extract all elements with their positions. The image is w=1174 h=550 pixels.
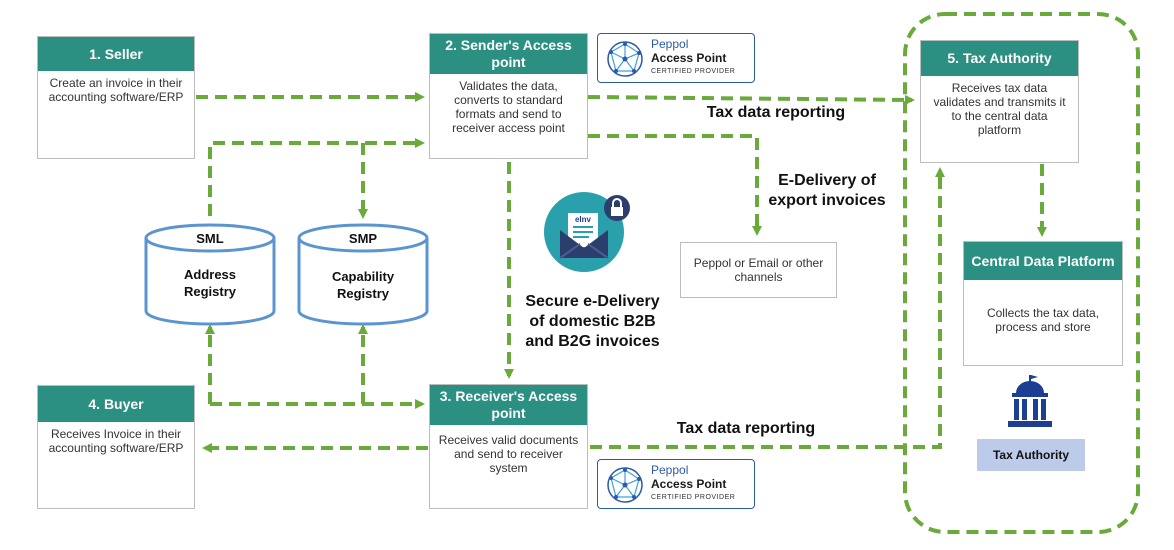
tax-authority-box: 5. Tax Authority Receives tax data valid… [920, 40, 1079, 163]
arrow-sender-to-tax [587, 94, 915, 105]
sender-access-point-description: Validates the data, converts to standard… [452, 79, 565, 135]
label-export-invoices: E-Delivery of export invoices [768, 172, 886, 209]
tax-authority-boundary [903, 12, 1140, 534]
buyer-box: 4. Buyer Receives Invoice in their accou… [37, 385, 195, 509]
peppol-product: Access Point [651, 51, 727, 65]
arrow-receiver-to-tax [590, 167, 945, 449]
tax-authority-badge: Tax Authority [977, 439, 1085, 471]
sender-access-point-box: 2. Sender's Access point Validates the d… [429, 33, 588, 159]
buyer-title: 4. Buyer [38, 386, 194, 422]
einv-label: eInv [575, 215, 592, 224]
label-tax-reporting-bottom: Tax data reporting [676, 420, 816, 437]
sender-access-point-title: 2. Sender's Access point [430, 34, 587, 74]
sml-cylinder [144, 223, 276, 326]
peppol-product: Access Point [651, 477, 727, 491]
arrow-registry-to-sender [208, 138, 425, 216]
peppol-tagline: CERTIFIED PROVIDER [651, 494, 736, 501]
central-data-platform-box: Central Data Platform Collects the tax d… [963, 241, 1123, 366]
seller-description: Create an invoice in their accounting so… [48, 76, 184, 104]
seller-title: 1. Seller [38, 37, 194, 71]
envelope-lock-icon [544, 192, 630, 272]
central-data-platform-title: Central Data Platform [964, 242, 1122, 280]
central-data-platform-description: Collects the tax data, process and store [986, 306, 1100, 334]
label-domestic-delivery: Secure e-Delivery of domestic B2B and B2… [525, 293, 660, 350]
peppol-globe-icon [607, 41, 643, 77]
peppol-brand: Peppol [651, 463, 689, 477]
smp-description: Capability Registry [331, 269, 395, 301]
receiver-access-point-description: Receives valid documents and send to rec… [438, 433, 579, 475]
label-tax-reporting-top: Tax data reporting [706, 104, 846, 121]
export-channels-box: Peppol or Email or other channels [680, 242, 837, 298]
peppol-brand: Peppol [651, 37, 689, 51]
arrow-sender-to-channels [588, 134, 762, 236]
peppol-badge-bottom: Peppol Access Point CERTIFIED PROVIDER [597, 459, 755, 509]
receiver-access-point-title: 3. Receiver's Access point [430, 385, 587, 425]
buyer-description: Receives Invoice in their accounting sof… [48, 427, 184, 455]
seller-box: 1. Seller Create an invoice in their acc… [37, 36, 195, 159]
government-building-icon [1008, 375, 1052, 427]
peppol-tagline: CERTIFIED PROVIDER [651, 68, 736, 75]
smp-cylinder [297, 223, 429, 326]
tax-authority-title: 5. Tax Authority [921, 41, 1078, 76]
peppol-globe-icon [607, 467, 643, 503]
smp-title: SMP [348, 231, 378, 246]
receiver-access-point-box: 3. Receiver's Access point Receives vali… [429, 384, 588, 509]
sml-title: SML [196, 231, 224, 246]
sml-description: Address Registry [183, 267, 237, 299]
tax-authority-description: Receives tax data validates and transmit… [933, 81, 1066, 137]
peppol-badge-top: Peppol Access Point CERTIFIED PROVIDER [597, 33, 755, 83]
